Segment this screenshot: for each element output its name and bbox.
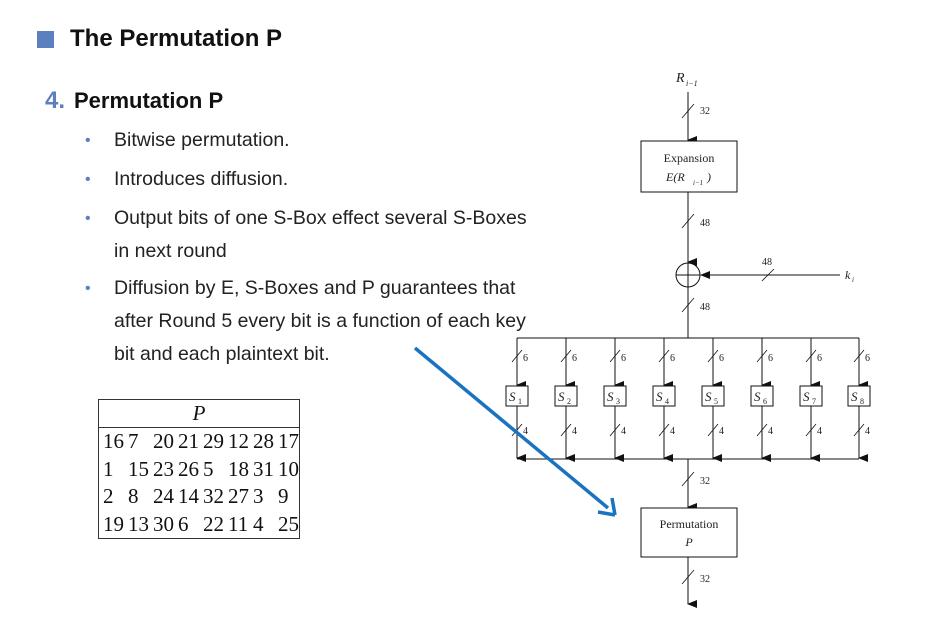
- p-table-cell: 32: [203, 484, 224, 509]
- annotation-arrow: [413, 346, 610, 510]
- p-table-header: P: [98, 399, 300, 428]
- width-label: 6: [523, 353, 528, 364]
- p-table-cell: 22: [203, 511, 224, 536]
- permutation-label: Permutation: [660, 517, 719, 531]
- permutation-box: [640, 507, 738, 558]
- sbox-label: S: [705, 389, 712, 404]
- p-table-cell: 7: [128, 429, 139, 454]
- p-table-cell: 8: [128, 484, 139, 509]
- svg-text:i−1: i−1: [693, 179, 703, 187]
- sbox-index: 1: [518, 397, 522, 406]
- p-table-cell: 29: [203, 429, 224, 454]
- p-table-cell: 18: [228, 456, 249, 481]
- p-table-cell: 11: [228, 511, 249, 536]
- input-label: R: [675, 71, 685, 86]
- width-label: 6: [719, 353, 724, 364]
- sbox-index: 7: [812, 397, 816, 406]
- p-table-cell: 25: [278, 511, 299, 536]
- p-table-cell: 15: [128, 456, 149, 481]
- p-table-cell: 20: [153, 429, 174, 454]
- width-label: 4: [621, 426, 626, 437]
- svg-text:48: 48: [700, 218, 710, 229]
- width-label: 6: [865, 353, 870, 364]
- width-label: 6: [670, 353, 675, 364]
- svg-text:i−1: i−1: [686, 79, 698, 88]
- p-table-cell: 19: [103, 511, 124, 536]
- svg-text:E(R: E(R: [665, 170, 685, 184]
- sbox-index: 3: [616, 397, 620, 406]
- p-table-cell: 16: [103, 429, 124, 454]
- p-table-cell: 6: [178, 511, 189, 536]
- p-table-cell: 26: [178, 456, 199, 481]
- p-table-cell: 5: [203, 456, 214, 481]
- svg-text:32: 32: [700, 574, 710, 585]
- p-table-cell: 3: [253, 484, 264, 509]
- width-label: 6: [572, 353, 577, 364]
- p-table-cell: 17: [278, 429, 299, 454]
- p-table-cell: 27: [228, 484, 249, 509]
- svg-text:32: 32: [700, 476, 710, 487]
- sbox-label: S: [803, 389, 810, 404]
- sbox-label: S: [656, 389, 663, 404]
- p-table-cell: 21: [178, 429, 199, 454]
- width-label: 4: [768, 426, 773, 437]
- svg-text:i: i: [852, 276, 854, 284]
- p-table-cell: 13: [128, 511, 149, 536]
- p-table-cell: 30: [153, 511, 174, 536]
- expansion-box: [640, 140, 738, 193]
- width-label: 4: [865, 426, 870, 437]
- title-bullet-square: [37, 31, 54, 48]
- expansion-label: Expansion: [664, 151, 715, 165]
- section-number: 4.: [45, 87, 66, 114]
- width-label: 6: [621, 353, 626, 364]
- width-label: 4: [817, 426, 822, 437]
- p-table-cell: 12: [228, 429, 249, 454]
- width-label: 6: [817, 353, 822, 364]
- sbox-index: 2: [567, 397, 571, 406]
- p-table-cell: 4: [253, 511, 264, 536]
- sbox-label: S: [509, 389, 516, 404]
- p-table-cell: 23: [153, 456, 174, 481]
- sbox-index: 5: [714, 397, 718, 406]
- sbox-label: S: [754, 389, 761, 404]
- svg-text:48: 48: [762, 257, 772, 268]
- p-table-cell: 24: [153, 484, 174, 509]
- width-label: 4: [670, 426, 675, 437]
- svg-text:32: 32: [700, 106, 710, 117]
- p-table-cell: 14: [178, 484, 199, 509]
- width-label: 4: [719, 426, 724, 437]
- svg-text:): ): [706, 170, 711, 184]
- key-label: k: [845, 268, 851, 282]
- p-table-cell: 31: [253, 456, 274, 481]
- sbox-label: S: [607, 389, 614, 404]
- svg-text:48: 48: [700, 302, 710, 313]
- p-table-cell: 10: [278, 456, 299, 481]
- svg-text:P: P: [684, 535, 693, 549]
- p-table-cell: 9: [278, 484, 289, 509]
- sbox-index: 6: [763, 397, 767, 406]
- sbox-label: S: [558, 389, 565, 404]
- p-table-cell: 28: [253, 429, 274, 454]
- width-label: 4: [523, 426, 528, 437]
- slide-title: The Permutation P: [70, 25, 283, 52]
- section-heading: Permutation P: [74, 88, 224, 113]
- p-table-cell: 2: [103, 484, 114, 509]
- annotation-arrowhead: [597, 497, 617, 517]
- width-label: 6: [768, 353, 773, 364]
- sbox-index: 8: [860, 397, 864, 406]
- p-table-cell: 1: [103, 456, 114, 481]
- width-label: 4: [572, 426, 577, 437]
- sbox-index: 4: [665, 397, 669, 406]
- sbox-label: S: [851, 389, 858, 404]
